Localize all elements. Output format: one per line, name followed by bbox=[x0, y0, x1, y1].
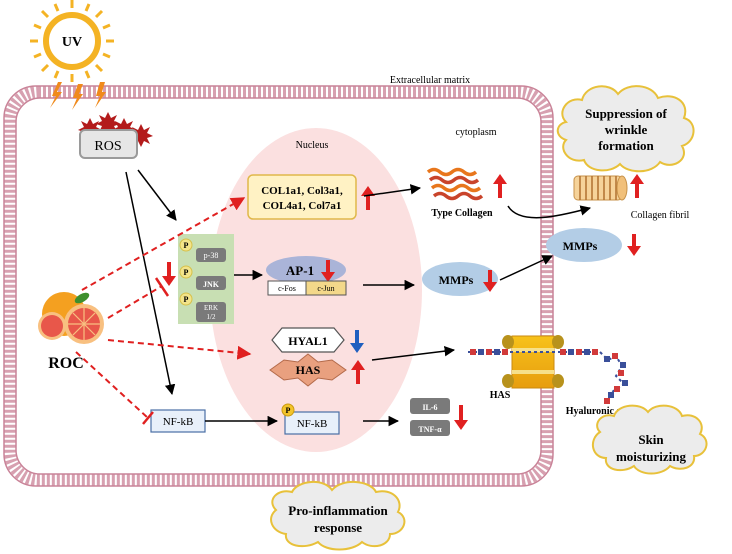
nucleus-label: Nucleus bbox=[296, 140, 329, 151]
uv-label: UV bbox=[62, 35, 82, 50]
p38-p-label: P bbox=[184, 241, 189, 250]
inflammation-cloud bbox=[270, 481, 406, 551]
cell-membrane bbox=[3, 85, 554, 487]
has-nucleus-label: HAS bbox=[296, 363, 321, 377]
has-nucleus-shape bbox=[269, 353, 347, 387]
inflam-line1: Pro-inflammation bbox=[288, 503, 388, 518]
wrinkle-line2: wrinkle bbox=[605, 122, 648, 137]
down-arrow-mmps-outer bbox=[627, 234, 641, 256]
nfkb-p-circle bbox=[281, 403, 295, 417]
collagen-gene-box bbox=[247, 174, 357, 220]
jnk-label: JNK bbox=[203, 280, 220, 289]
black-arrows bbox=[125, 169, 592, 427]
collagen-fibril-icon bbox=[573, 175, 628, 201]
p38-row bbox=[179, 238, 226, 262]
up-arrow-type-collagen bbox=[493, 174, 507, 198]
mmps-outer-ellipse bbox=[546, 228, 622, 262]
uv-sun-icon bbox=[30, 0, 114, 82]
nfkb-label: NF-kB bbox=[163, 416, 194, 428]
has-membrane-channel bbox=[502, 335, 564, 389]
collagen-gene-line1: COL1a1, Col3a1, bbox=[261, 185, 343, 197]
uv-ray-bolts bbox=[50, 82, 106, 110]
mmps-outer-label: MMPs bbox=[563, 239, 598, 253]
jnk-p-label: P bbox=[184, 268, 189, 277]
wrinkle-line3: formation bbox=[598, 138, 654, 153]
grapefruit-icon bbox=[38, 292, 104, 344]
skin-cloud bbox=[591, 404, 708, 475]
mmps-ellipse bbox=[422, 262, 498, 296]
cfos-label: c-Fos bbox=[278, 284, 296, 293]
up-arrow-collagen-genes bbox=[361, 186, 375, 210]
erk-label-line1: ERK bbox=[204, 304, 218, 312]
inflam-line2: response bbox=[314, 520, 362, 535]
cjun-box bbox=[305, 280, 347, 296]
il6-box bbox=[410, 398, 450, 414]
down-arrow-cytokines bbox=[454, 405, 468, 430]
up-arrow-has bbox=[351, 360, 365, 384]
up-arrow-collagen-fibril bbox=[630, 174, 644, 198]
nfkb-p-box bbox=[284, 411, 340, 435]
down-arrow-hyal1 bbox=[350, 330, 364, 353]
erk-label-line2: 1/2 bbox=[207, 313, 216, 321]
p38-label: p-38 bbox=[204, 251, 219, 260]
wrinkle-cloud bbox=[556, 85, 695, 173]
mmps-label: MMPs bbox=[439, 273, 474, 287]
ros-box bbox=[79, 129, 138, 159]
hyal1-label: HYAL1 bbox=[288, 334, 328, 348]
hyal1-hexagon bbox=[271, 327, 345, 353]
skin-line2: moisturizing bbox=[616, 449, 687, 464]
hyaluronic-acid-chain bbox=[468, 349, 628, 404]
nfkb-p-badge: P bbox=[286, 406, 291, 415]
erk-p-label: P bbox=[184, 295, 189, 304]
ap1-label: AP-1 bbox=[286, 263, 314, 278]
has-membrane-label: HAS bbox=[490, 390, 511, 401]
cytoplasm-label: cytoplasm bbox=[455, 127, 496, 138]
cjun-label: c-Jun bbox=[317, 284, 334, 293]
down-arrow-mmps bbox=[483, 270, 497, 292]
erk-row bbox=[179, 292, 226, 322]
wrinkle-line1: Suppression of bbox=[585, 106, 667, 121]
down-arrow-mapk bbox=[162, 262, 176, 286]
red-dashed-arrows bbox=[75, 197, 252, 419]
type-collagen-label: Type Collagen bbox=[431, 208, 493, 219]
roc-label: ROC bbox=[48, 355, 84, 372]
down-arrow-ap1 bbox=[321, 260, 335, 282]
tnf-box bbox=[410, 420, 450, 436]
nfkb-p-label: NF-kB bbox=[297, 418, 328, 430]
collagen-fibril-label: Collagen fibril bbox=[631, 210, 690, 221]
collagen-gene-line2: COL4a1, Col7a1 bbox=[263, 200, 342, 212]
inhibition-bars bbox=[142, 277, 170, 425]
jnk-row bbox=[179, 265, 226, 290]
tnf-label: TNF-α bbox=[418, 425, 442, 434]
il6-label: IL-6 bbox=[422, 403, 437, 412]
type-collagen-icon bbox=[426, 167, 484, 201]
skin-line1: Skin bbox=[638, 432, 664, 447]
hyaluronic-acid-label: Hyaluronic acid bbox=[566, 406, 635, 417]
extracellular-matrix-label: Extracellular matrix bbox=[390, 75, 470, 86]
ros-label: ROS bbox=[94, 139, 121, 154]
